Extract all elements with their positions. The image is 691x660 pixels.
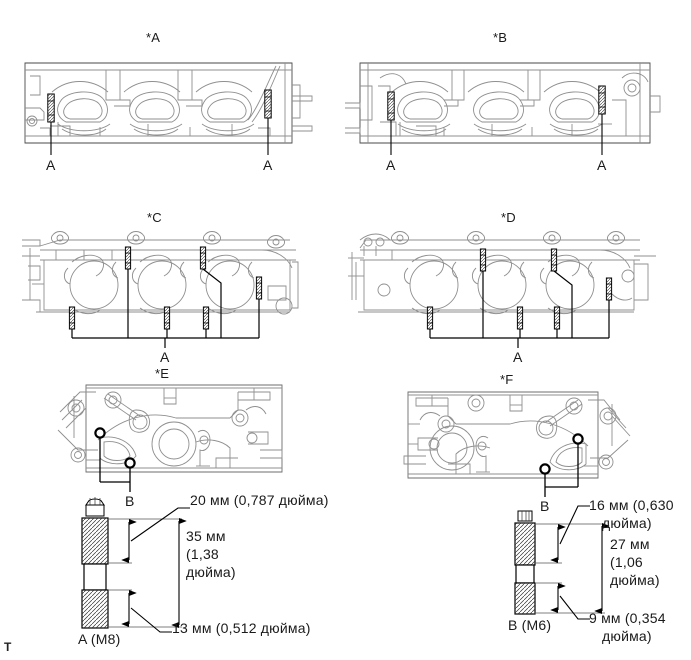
- stud-a-lower-thread-dimension: 13 мм (0,512 дюйма): [172, 620, 311, 636]
- panel-f-callout: B: [540, 498, 550, 514]
- panel-a-callout-right: A: [263, 157, 273, 173]
- panel-e-callout: B: [125, 493, 135, 509]
- panel-a-callout-left: A: [46, 157, 56, 173]
- panel-c-title: *C: [147, 210, 162, 225]
- stud-a-name-label: A (M8): [78, 631, 121, 647]
- stud-b-name-label: B (M6): [508, 617, 552, 633]
- panel-a-title: *A: [146, 30, 161, 45]
- panel-e-illustration: [57, 384, 283, 492]
- stud-b-upper-thread-line-2: дюйма): [602, 515, 652, 531]
- stud-b-total-length-line-1: 27 мм: [610, 536, 650, 552]
- panel-e-title: *E: [155, 366, 170, 381]
- stud-a-total-length-line-2: (1,38: [186, 546, 219, 562]
- stud-detail-b-illustration: [514, 505, 610, 620]
- stud-b-total-length-line-3: дюйма): [610, 572, 660, 588]
- stud-a-total-length-line-3: дюйма): [186, 564, 236, 580]
- panel-a-illustration: [24, 62, 313, 155]
- panel-c-callout: A: [160, 349, 170, 365]
- panel-d-callout: A: [513, 349, 523, 365]
- panel-b-title: *B: [493, 30, 508, 45]
- stud-b-total-length-line-2: (1,06: [610, 554, 643, 570]
- corner-mark: T: [4, 640, 12, 654]
- panel-b-callout-right: A: [597, 157, 607, 173]
- stud-a-total-length-line-1: 35 мм: [186, 528, 226, 544]
- panel-b-illustration: [345, 62, 661, 155]
- panel-c-illustration: [22, 231, 299, 348]
- stud-b-lower-thread-line-2: дюйма): [602, 628, 652, 644]
- stud-b-lower-thread-line-1: 9 мм (0,354: [589, 610, 666, 626]
- panel-d-title: *D: [501, 210, 516, 225]
- panel-f-illustration: [403, 391, 631, 497]
- panel-f-title: *F: [500, 372, 514, 387]
- panel-d-illustration: [348, 231, 656, 348]
- stud-detail-a-illustration: [81, 497, 190, 633]
- panel-b-callout-left: A: [386, 157, 396, 173]
- stud-b-upper-thread-line-1: 16 мм (0,630: [589, 497, 674, 513]
- stud-a-upper-thread-dimension: 20 мм (0,787 дюйма): [190, 492, 329, 508]
